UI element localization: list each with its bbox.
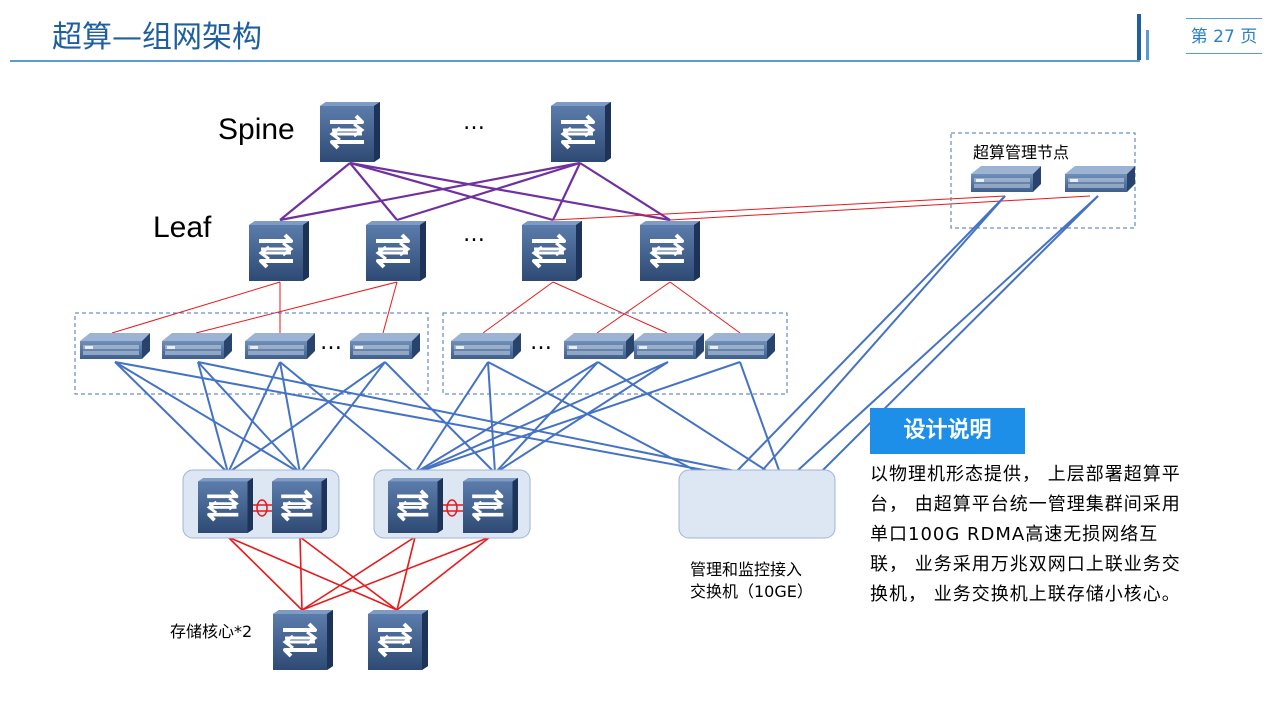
switch-storage-links xyxy=(227,536,491,611)
access-switch-icon xyxy=(463,478,518,533)
leaf-ellipsis: … xyxy=(463,222,486,247)
page-number: 27 xyxy=(1213,27,1235,47)
leaf-switch-icon xyxy=(249,221,309,281)
title-rule xyxy=(10,60,1140,62)
storage-core-switch-icon xyxy=(273,610,333,670)
leaf-mgmt-links xyxy=(552,195,1091,221)
access-switch-icon xyxy=(198,478,253,533)
server-ellipsis-right: … xyxy=(530,330,553,355)
spine-switch-icon xyxy=(551,102,611,162)
accent-bar-secondary xyxy=(1146,30,1149,60)
leaf-server-links xyxy=(111,281,741,334)
leaf-switch-icon xyxy=(640,221,700,281)
spine-label: Spine xyxy=(218,113,295,146)
server-ellipsis-left: … xyxy=(320,330,343,355)
storage-core-switch-icon xyxy=(368,610,428,670)
accent-bar xyxy=(1137,14,1141,60)
mgmt-switch-box xyxy=(678,469,836,539)
mgmt-switch-label-line1: 管理和监控接入 xyxy=(690,560,803,579)
mgmt-server-icon xyxy=(971,166,1041,192)
stack-link-right xyxy=(441,499,466,517)
server-icon xyxy=(634,333,704,359)
mgmt-nodes-label: 超算管理节点 xyxy=(973,143,1070,162)
page-number-box: 第 27 页 xyxy=(1186,18,1262,54)
mgmt-node-group xyxy=(950,132,1136,229)
leaf-switch-icon xyxy=(366,221,426,281)
page-prefix: 第 xyxy=(1190,27,1208,47)
server-icon xyxy=(245,333,315,359)
stack-link-left xyxy=(251,499,275,517)
storage-core-label: 存储核心*2 xyxy=(170,622,253,641)
server-icon xyxy=(451,333,521,359)
design-title-badge: 设计说明 xyxy=(870,408,1025,454)
leaf-switch-icon xyxy=(522,221,582,281)
mgmt-server-icon xyxy=(1065,166,1135,192)
server-group-left xyxy=(74,312,429,395)
server-group-right xyxy=(442,312,788,395)
mgmt-switch-label-line2: 交换机（10GE） xyxy=(690,582,813,601)
access-switch-icon xyxy=(272,478,327,533)
spine-switch-icon xyxy=(320,102,380,162)
server-icon xyxy=(564,333,634,359)
spine-leaf-links xyxy=(279,161,671,222)
server-icon xyxy=(162,333,232,359)
page-title: 超算—组网架构 xyxy=(52,20,262,55)
server-icon xyxy=(80,333,150,359)
page-suffix: 页 xyxy=(1240,27,1258,47)
server-switch-links xyxy=(114,195,1099,474)
leaf-label: Leaf xyxy=(153,211,212,244)
server-icon xyxy=(350,333,420,359)
access-switch-icon xyxy=(388,478,443,533)
spine-ellipsis: … xyxy=(463,110,486,135)
design-description: 以物理机形态提供， 上层部署超算平台， 由超算平台统一管理集群间采用单口100G… xyxy=(870,464,1181,605)
server-icon xyxy=(705,333,775,359)
